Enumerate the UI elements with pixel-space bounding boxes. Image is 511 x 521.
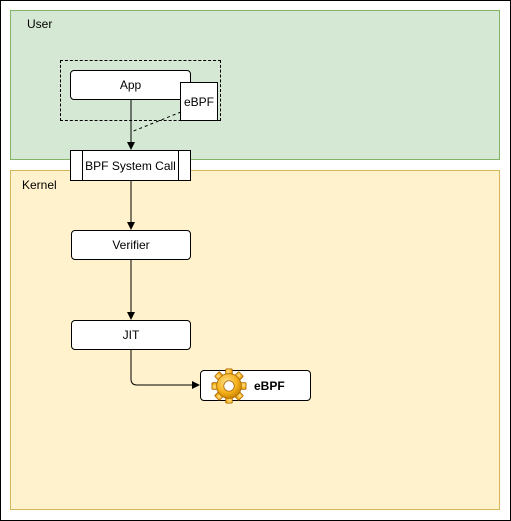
app-node-label: App bbox=[119, 78, 142, 92]
ebpf-source-node[interactable]: eBPF bbox=[180, 82, 218, 121]
bpf-syscall-label: BPF System Call bbox=[85, 158, 176, 173]
jit-node[interactable]: JIT bbox=[71, 320, 191, 350]
app-node[interactable]: App bbox=[70, 70, 191, 100]
user-zone-label: User bbox=[27, 17, 53, 31]
syscall-left-bar bbox=[82, 151, 83, 180]
ebpf-source-label: eBPF bbox=[183, 94, 214, 109]
jit-label: JIT bbox=[122, 328, 140, 342]
gear-icon bbox=[211, 368, 247, 404]
ebpf-program-label: eBPF bbox=[254, 378, 285, 393]
kernel-zone-label: Kernel bbox=[22, 178, 57, 192]
verifier-node[interactable]: Verifier bbox=[71, 230, 191, 260]
bpf-syscall-node[interactable]: BPF System Call bbox=[70, 150, 191, 181]
syscall-right-bar bbox=[178, 151, 179, 180]
verifier-label: Verifier bbox=[112, 238, 150, 252]
